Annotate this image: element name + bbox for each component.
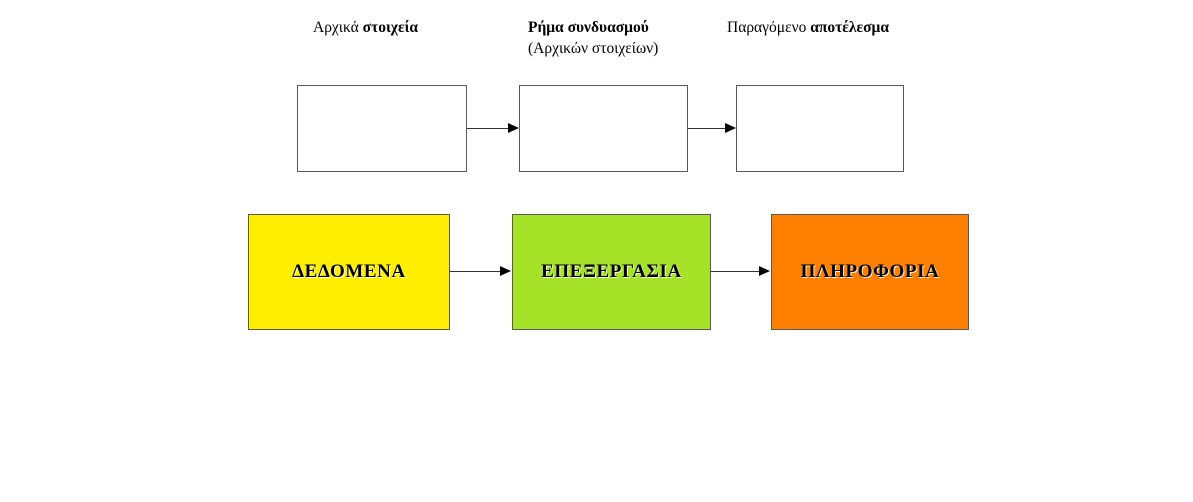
caption-line-1: Παραγόμενο αποτέλεσμα (727, 17, 889, 38)
arrow-shaft (450, 271, 500, 272)
process-box-data: ΔΕΔΟΜΕΝΑ (248, 214, 450, 330)
caption-bold-text: αποτέλεσμα (810, 19, 889, 36)
column-caption-combination-verb: Ρήμα συνδυασμού (Αρχικών στοιχείων) (528, 17, 658, 59)
caption-regular-text: Παραγόμενο (727, 19, 811, 36)
outline-box-initial-data (297, 85, 467, 172)
caption-line-1: Αρχικά στοιχεία (313, 17, 418, 38)
arrow-shaft (467, 128, 508, 129)
process-box-processing: ΕΠΕΞΕΡΓΑΣΙΑ (512, 214, 711, 330)
outline-box-combination-verb (519, 85, 688, 172)
column-caption-initial-data: Αρχικά στοιχεία (313, 17, 418, 38)
arrow-shaft (688, 128, 725, 129)
arrow-shaft (711, 271, 759, 272)
outline-box-produced-result (736, 85, 904, 172)
arrow-head-icon (500, 266, 511, 276)
arrow-head-icon (508, 123, 519, 133)
arrow-head-icon (759, 266, 770, 276)
caption-bold-text: στοιχεία (362, 19, 419, 36)
process-box-information: ΠΛΗΡΟΦΟΡΙΑ (771, 214, 969, 330)
process-box-label: ΔΕΔΟΜΕΝΑ (292, 261, 406, 282)
process-box-label: ΕΠΕΞΕΡΓΑΣΙΑ (541, 261, 682, 282)
arrow-data-to-processing (450, 266, 512, 277)
arrow-head-icon (725, 123, 736, 133)
column-caption-produced-result: Παραγόμενο αποτέλεσμα (727, 17, 889, 38)
process-box-label: ΠΛΗΡΟΦΟΡΙΑ (800, 261, 940, 282)
caption-regular-text: Αρχικά (313, 19, 363, 36)
caption-line-2: (Αρχικών στοιχείων) (528, 40, 659, 57)
arrow-processing-to-information (711, 266, 771, 277)
arrow-outline-0-to-1 (467, 123, 519, 134)
caption-line-1: Ρήμα συνδυασμού (528, 17, 658, 38)
caption-bold-text: Ρήμα συνδυασμού (528, 19, 649, 36)
arrow-outline-1-to-2 (688, 123, 736, 134)
